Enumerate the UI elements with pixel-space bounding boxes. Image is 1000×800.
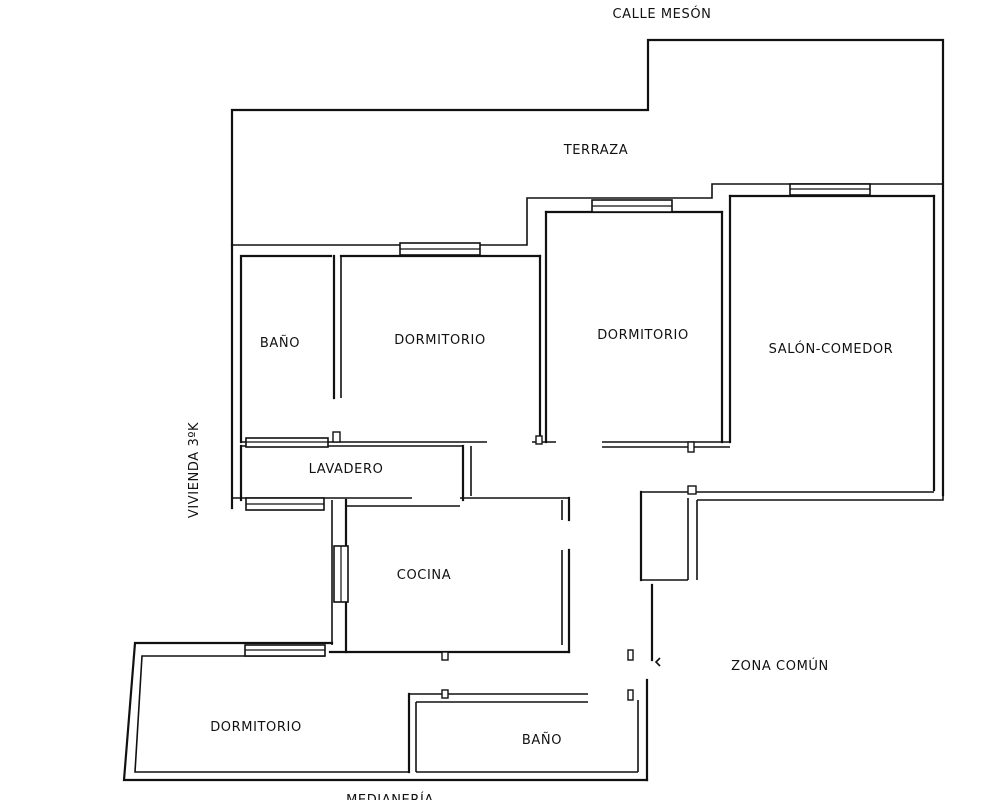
window-bedroom2 (591, 199, 673, 213)
door-jamb-corridor-1 (627, 649, 634, 661)
living-bottom-wall-2 (697, 495, 944, 501)
window-laundry-top (245, 437, 329, 448)
room-label-bath1: BAÑO (260, 335, 300, 351)
room-label-living: SALÓN-COMEDOR (769, 341, 894, 357)
door-jamb-living (687, 485, 697, 495)
window-laundry-bottom (245, 497, 325, 511)
street-label-bottom: MEDIANERÍA (346, 792, 434, 800)
window-bedroom3 (244, 644, 326, 657)
upper-rooms (239, 194, 936, 492)
door-jamb-bath2 (441, 689, 449, 699)
room-label-bedroom3: DORMITORIO (210, 720, 302, 735)
room-label-kitchen: COCINA (397, 568, 451, 583)
laundry-room (232, 444, 569, 507)
door-jamb-corridor-2 (627, 689, 634, 701)
lower-rooms (122, 641, 649, 782)
street-label-top: CALLE MESÓN (612, 6, 711, 22)
window-kitchen (333, 545, 349, 603)
door-jamb-kitchen (441, 651, 449, 661)
room-label-bedroom2: DORMITORIO (597, 328, 689, 343)
door-jamb-upper-3 (687, 441, 695, 453)
labels: CALLE MESÓN MEDIANERÍA VIVIENDA 3ºK ZONA… (187, 6, 893, 800)
neighbor-label-left: VIVIENDA 3ºK (187, 422, 202, 518)
room-label-bedroom1: DORMITORIO (394, 333, 486, 348)
door-mark-common (654, 657, 661, 667)
living-lower-walls (627, 485, 944, 782)
door-jamb-upper-2 (535, 435, 543, 445)
bedroom3-outer-wall (122, 641, 649, 782)
door-jamb-upper-1 (332, 431, 341, 443)
room-label-terrace: TERRAZA (563, 143, 629, 158)
kitchen-room (328, 496, 571, 661)
room-label-laundry: LAVADERO (309, 462, 384, 477)
bedroom3-inner-wall (134, 655, 409, 773)
terrace-outer-wall (230, 38, 945, 497)
windows (244, 183, 871, 657)
room-label-bath2: BAÑO (522, 732, 562, 748)
window-bedroom1 (399, 242, 481, 256)
window-living (789, 183, 871, 196)
common-area-label: ZONA COMÚN (731, 658, 829, 674)
